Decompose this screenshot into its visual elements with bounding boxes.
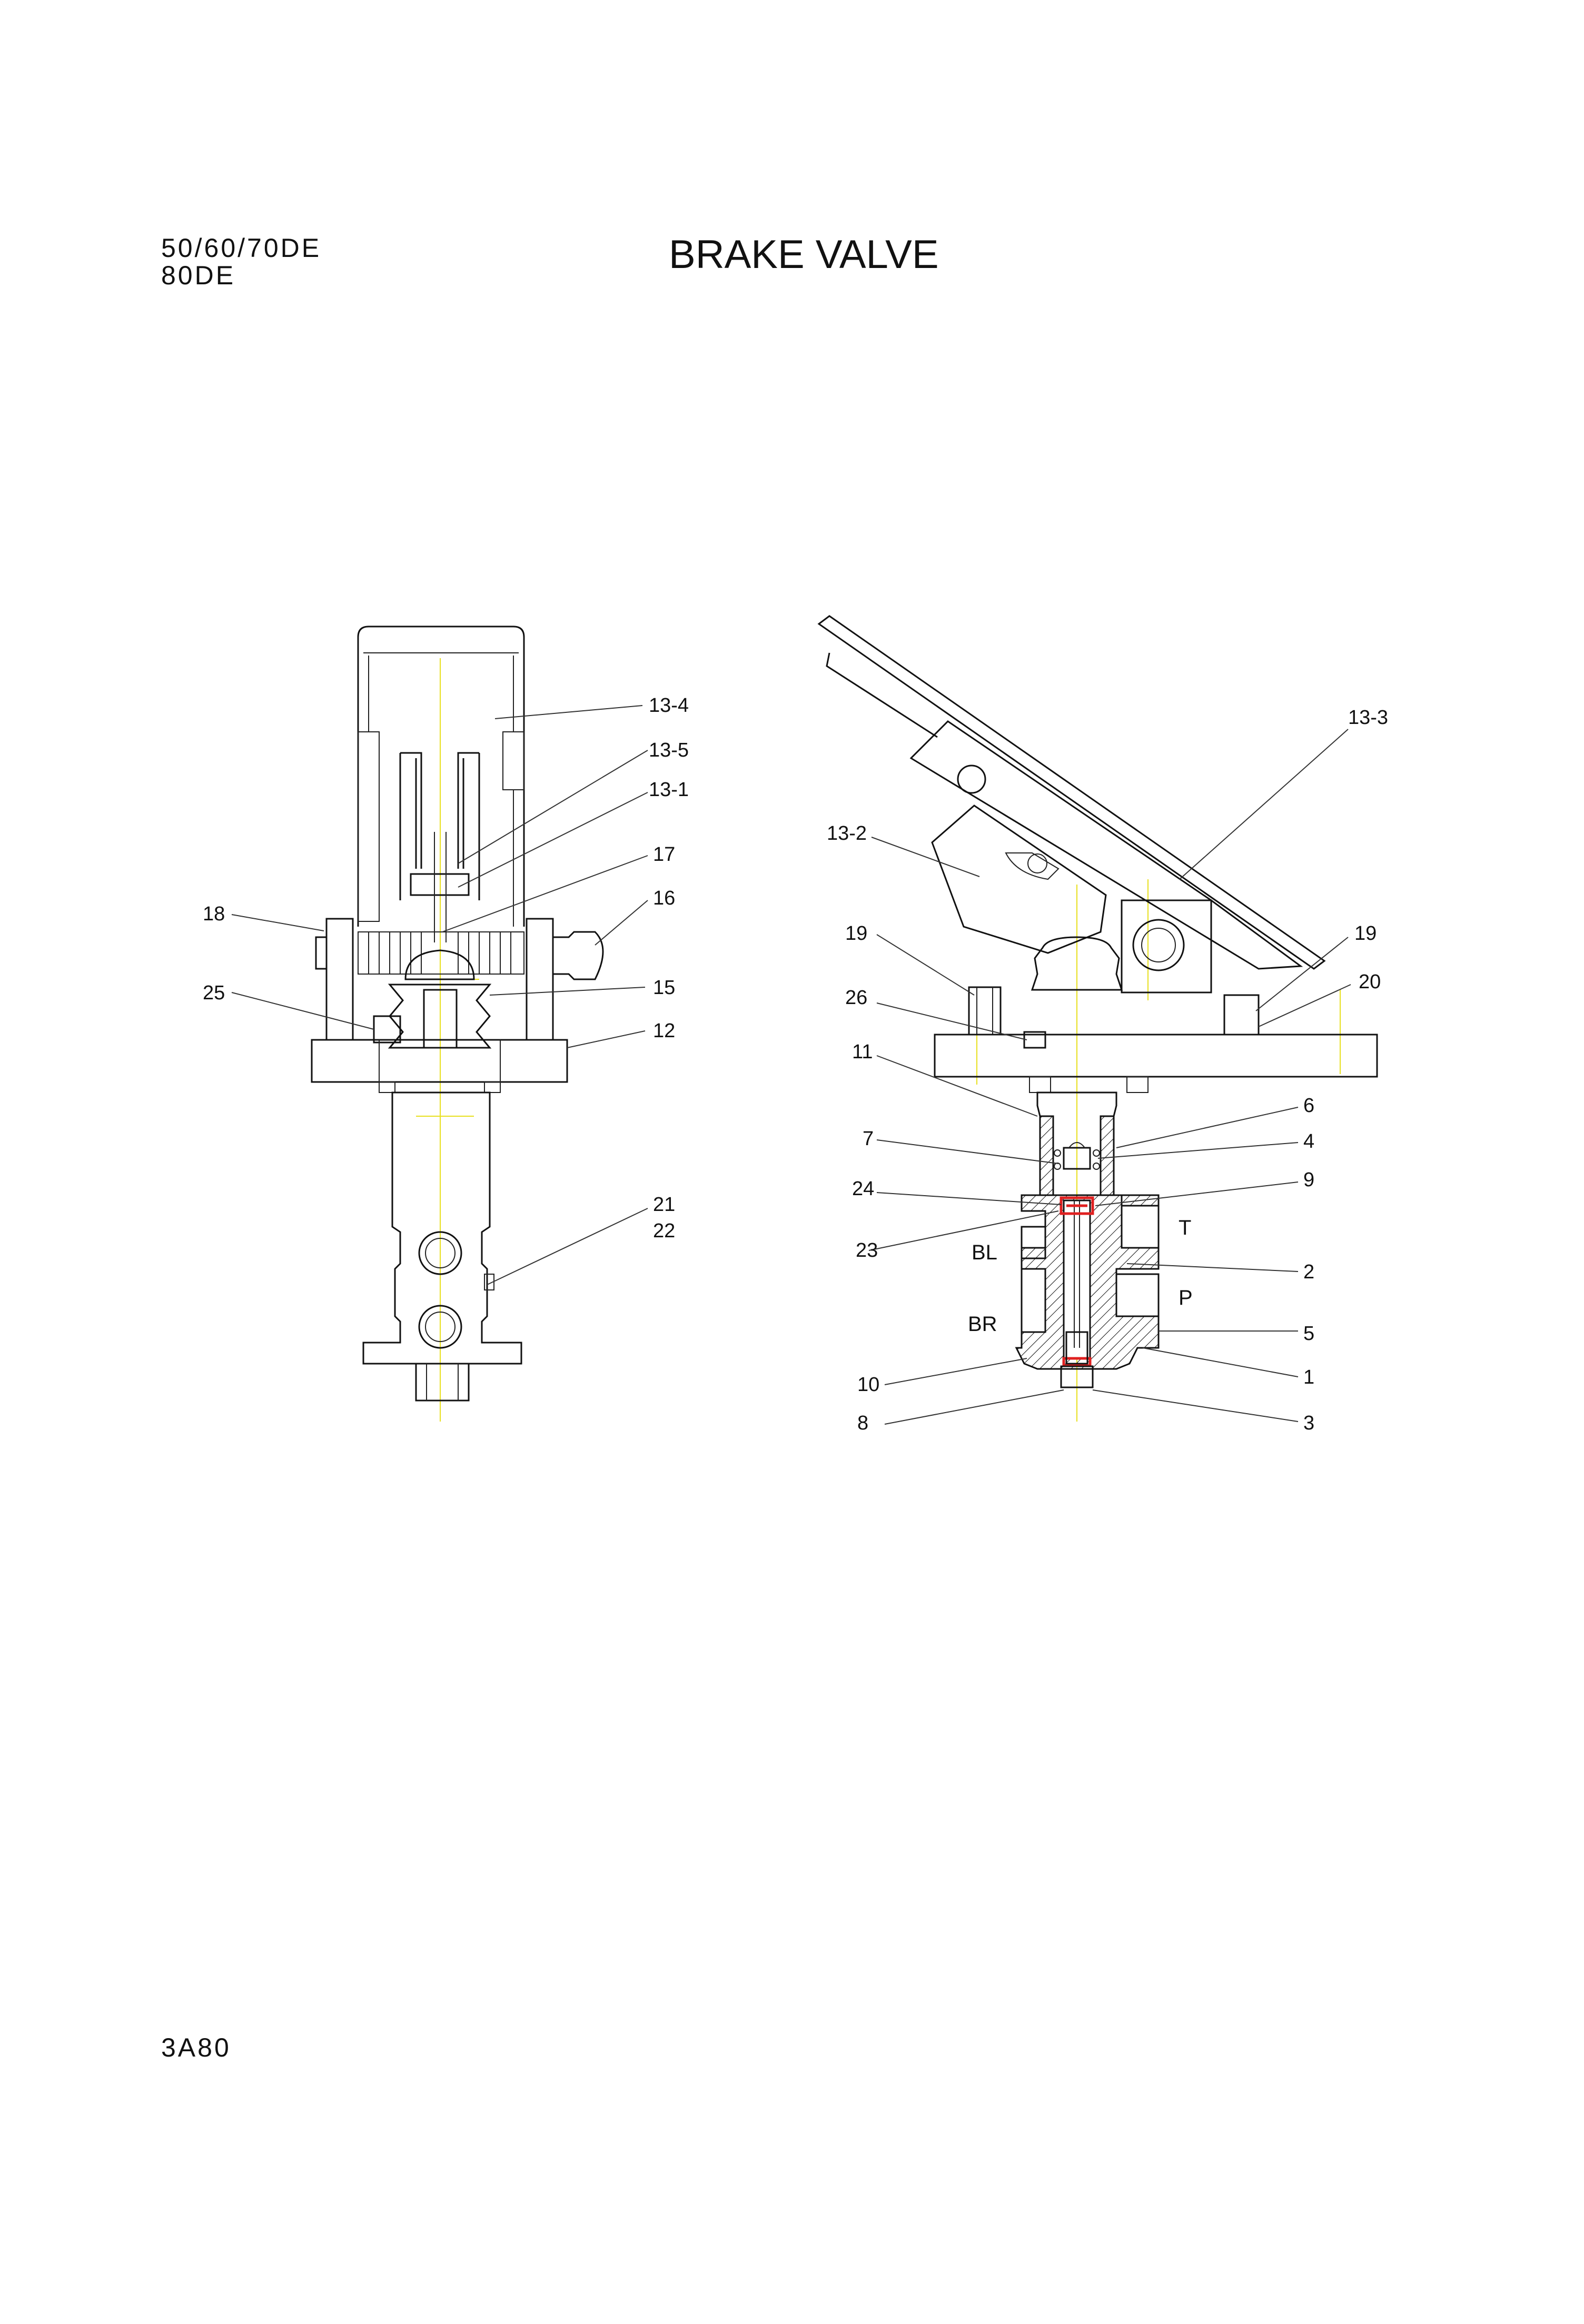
callout-22: 22 [653,1220,675,1242]
callout-5: 5 [1303,1323,1314,1345]
callout-4: 4 [1303,1130,1314,1153]
callout-1: 1 [1303,1366,1314,1388]
callout-13-3: 13-3 [1348,707,1388,729]
callout-13-5: 13-5 [649,739,689,761]
callout-2: 2 [1303,1261,1314,1283]
page-title: BRAKE VALVE [669,232,939,277]
callout-3: 3 [1303,1412,1314,1434]
callout-15: 15 [653,977,675,999]
callout-8: 8 [857,1412,868,1434]
callout-17: 17 [653,843,675,866]
callout-6: 6 [1303,1095,1314,1117]
callout-23: 23 [856,1239,878,1262]
callout-11: 11 [852,1041,873,1063]
front-view-callouts: 13-4 13-5 13-1 17 16 18 15 25 12 21 22 [203,694,689,1242]
side-section-view [817,615,1378,1422]
front-view-leaders [231,705,648,1285]
front-view [311,625,604,1422]
callout-19-right: 19 [1354,922,1377,945]
callout-20: 20 [1359,971,1381,993]
callout-13-1: 13-1 [649,779,689,801]
callout-18: 18 [203,903,225,925]
side-section-callouts: 13-3 13-2 19 19 20 26 11 6 4 7 9 24 23 2… [827,707,1388,1434]
callout-7: 7 [863,1128,874,1150]
model-number-line-2: 80DE [161,261,236,290]
port-label-t: T [1179,1216,1191,1239]
callout-19-left: 19 [845,922,867,945]
callout-12: 12 [653,1020,675,1042]
callout-13-2: 13-2 [827,822,867,845]
callout-13-4: 13-4 [649,694,689,717]
callout-10: 10 [857,1374,879,1396]
port-label-bl: BL [972,1241,997,1264]
model-number-line-1: 50/60/70DE [161,233,322,263]
port-label-br: BR [968,1313,997,1336]
callout-25: 25 [203,982,225,1004]
callout-24: 24 [852,1178,874,1200]
side-section-leaders [868,729,1351,1425]
port-labels: T BL P BR [968,1216,1193,1336]
callout-16: 16 [653,887,675,909]
callout-26: 26 [845,987,867,1009]
callout-21: 21 [653,1194,675,1216]
callout-9: 9 [1303,1169,1314,1191]
page-code: 3A80 [161,2033,231,2062]
port-label-p: P [1179,1286,1193,1309]
